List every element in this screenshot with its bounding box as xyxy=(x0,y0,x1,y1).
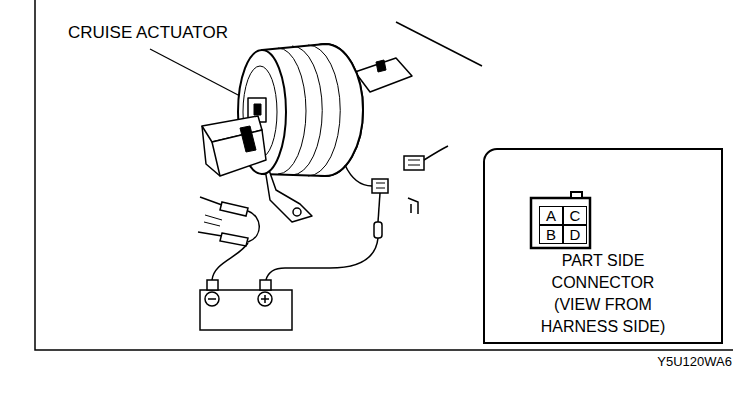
jumper-wire xyxy=(378,193,380,222)
connector-tab xyxy=(571,192,582,198)
minus-symbol xyxy=(208,298,216,300)
drum-rib xyxy=(308,45,340,176)
connector-detail xyxy=(376,183,385,188)
panel-caption: PART SIDE CONNECTOR (VIEW FROM HARNESS S… xyxy=(528,250,678,338)
cruise-actuator xyxy=(202,44,412,222)
bracket-plate xyxy=(212,130,266,176)
plus-symbol xyxy=(258,292,272,306)
frame xyxy=(35,0,733,350)
mount-bolt xyxy=(293,208,301,216)
battery-terminal xyxy=(207,280,218,290)
bracket-slot xyxy=(240,126,256,152)
positive-wire xyxy=(266,238,378,280)
harness-clip xyxy=(408,198,418,214)
actuator-wire xyxy=(345,165,372,186)
pin-letter: A xyxy=(546,208,556,223)
engine-edge-line xyxy=(396,22,482,66)
part-name: CRUISE ACTUATOR xyxy=(68,23,228,43)
probe-tip xyxy=(198,232,222,236)
pin-cell: B xyxy=(539,225,563,244)
mount-bolt xyxy=(376,60,386,72)
battery-terminal xyxy=(260,280,271,290)
test-probe xyxy=(220,233,248,246)
hub-center xyxy=(254,104,261,115)
connector-housing xyxy=(531,198,590,248)
negative-wire xyxy=(212,243,248,280)
pin-letter: D xyxy=(570,227,581,242)
battery xyxy=(200,280,292,330)
inset-panel: ACBD PART SIDE CONNECTOR (VIEW FROM HARNE… xyxy=(483,148,723,344)
pin-cell: A xyxy=(539,206,563,225)
frame-line xyxy=(35,0,733,350)
harness-wire xyxy=(424,146,448,160)
harness-connector xyxy=(404,156,424,170)
bracket-edge xyxy=(202,126,220,176)
actuator-connector xyxy=(372,179,388,193)
pin-letter: C xyxy=(570,208,581,223)
figure-code: Y5U120WA6 xyxy=(657,354,732,370)
plus-symbol xyxy=(261,295,269,303)
wiring xyxy=(198,146,448,280)
pin-letter: B xyxy=(546,227,556,242)
test-probe xyxy=(220,202,248,216)
minus-symbol xyxy=(205,292,219,306)
pin-cell: C xyxy=(563,206,587,225)
connector-outline xyxy=(531,192,590,248)
probe-wire xyxy=(248,211,259,242)
fuse xyxy=(374,222,382,238)
leader-line xyxy=(150,49,240,96)
probe-lead xyxy=(204,215,222,226)
battery-case xyxy=(200,290,292,330)
drum-rib xyxy=(292,46,322,175)
probe-tip xyxy=(200,197,222,205)
pin-cell: D xyxy=(563,225,587,244)
connector-detail xyxy=(408,160,420,165)
mount-plate xyxy=(355,58,412,92)
